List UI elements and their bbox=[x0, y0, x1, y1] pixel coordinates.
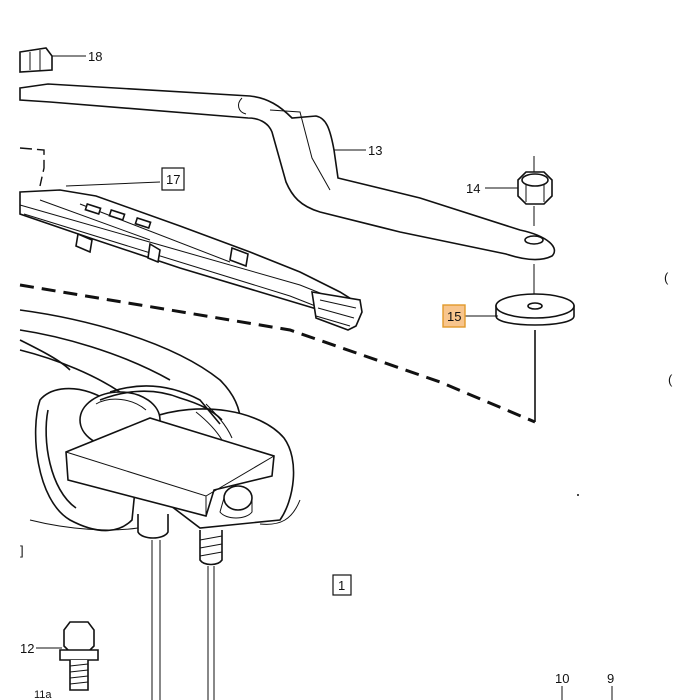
side-mark-bracket-left: ] bbox=[20, 543, 24, 558]
callout-14: 14 bbox=[466, 181, 480, 196]
callout-9: 9 bbox=[607, 671, 614, 686]
side-mark-paren-top: ( bbox=[664, 270, 669, 285]
side-mark-paren-bottom: ( bbox=[668, 372, 673, 387]
clip bbox=[19, 47, 53, 73]
callout-1-box: 1 bbox=[332, 574, 352, 596]
callout-17-box: 17 bbox=[161, 167, 185, 191]
callout-1: 1 bbox=[338, 578, 345, 593]
arm-dashed-line bbox=[19, 147, 45, 187]
leader-17 bbox=[65, 181, 161, 187]
callout-10: 10 bbox=[555, 671, 569, 686]
callout-15: 15 bbox=[447, 309, 461, 324]
callout-11a: 11a bbox=[34, 689, 52, 700]
wiper-motor bbox=[19, 309, 301, 700]
assembly-dashed-line bbox=[19, 283, 536, 424]
callout-12: 12 bbox=[20, 641, 34, 656]
stray-dot bbox=[577, 494, 579, 496]
callout-17: 17 bbox=[166, 172, 180, 187]
nut bbox=[517, 156, 553, 226]
wiper-arm bbox=[19, 83, 556, 261]
callout-18: 18 bbox=[88, 49, 102, 64]
callout-15-box: 15 bbox=[442, 304, 466, 328]
washer bbox=[495, 264, 575, 326]
callout-13: 13 bbox=[368, 143, 382, 158]
wiper-blade bbox=[19, 189, 363, 331]
bolt bbox=[59, 621, 99, 691]
